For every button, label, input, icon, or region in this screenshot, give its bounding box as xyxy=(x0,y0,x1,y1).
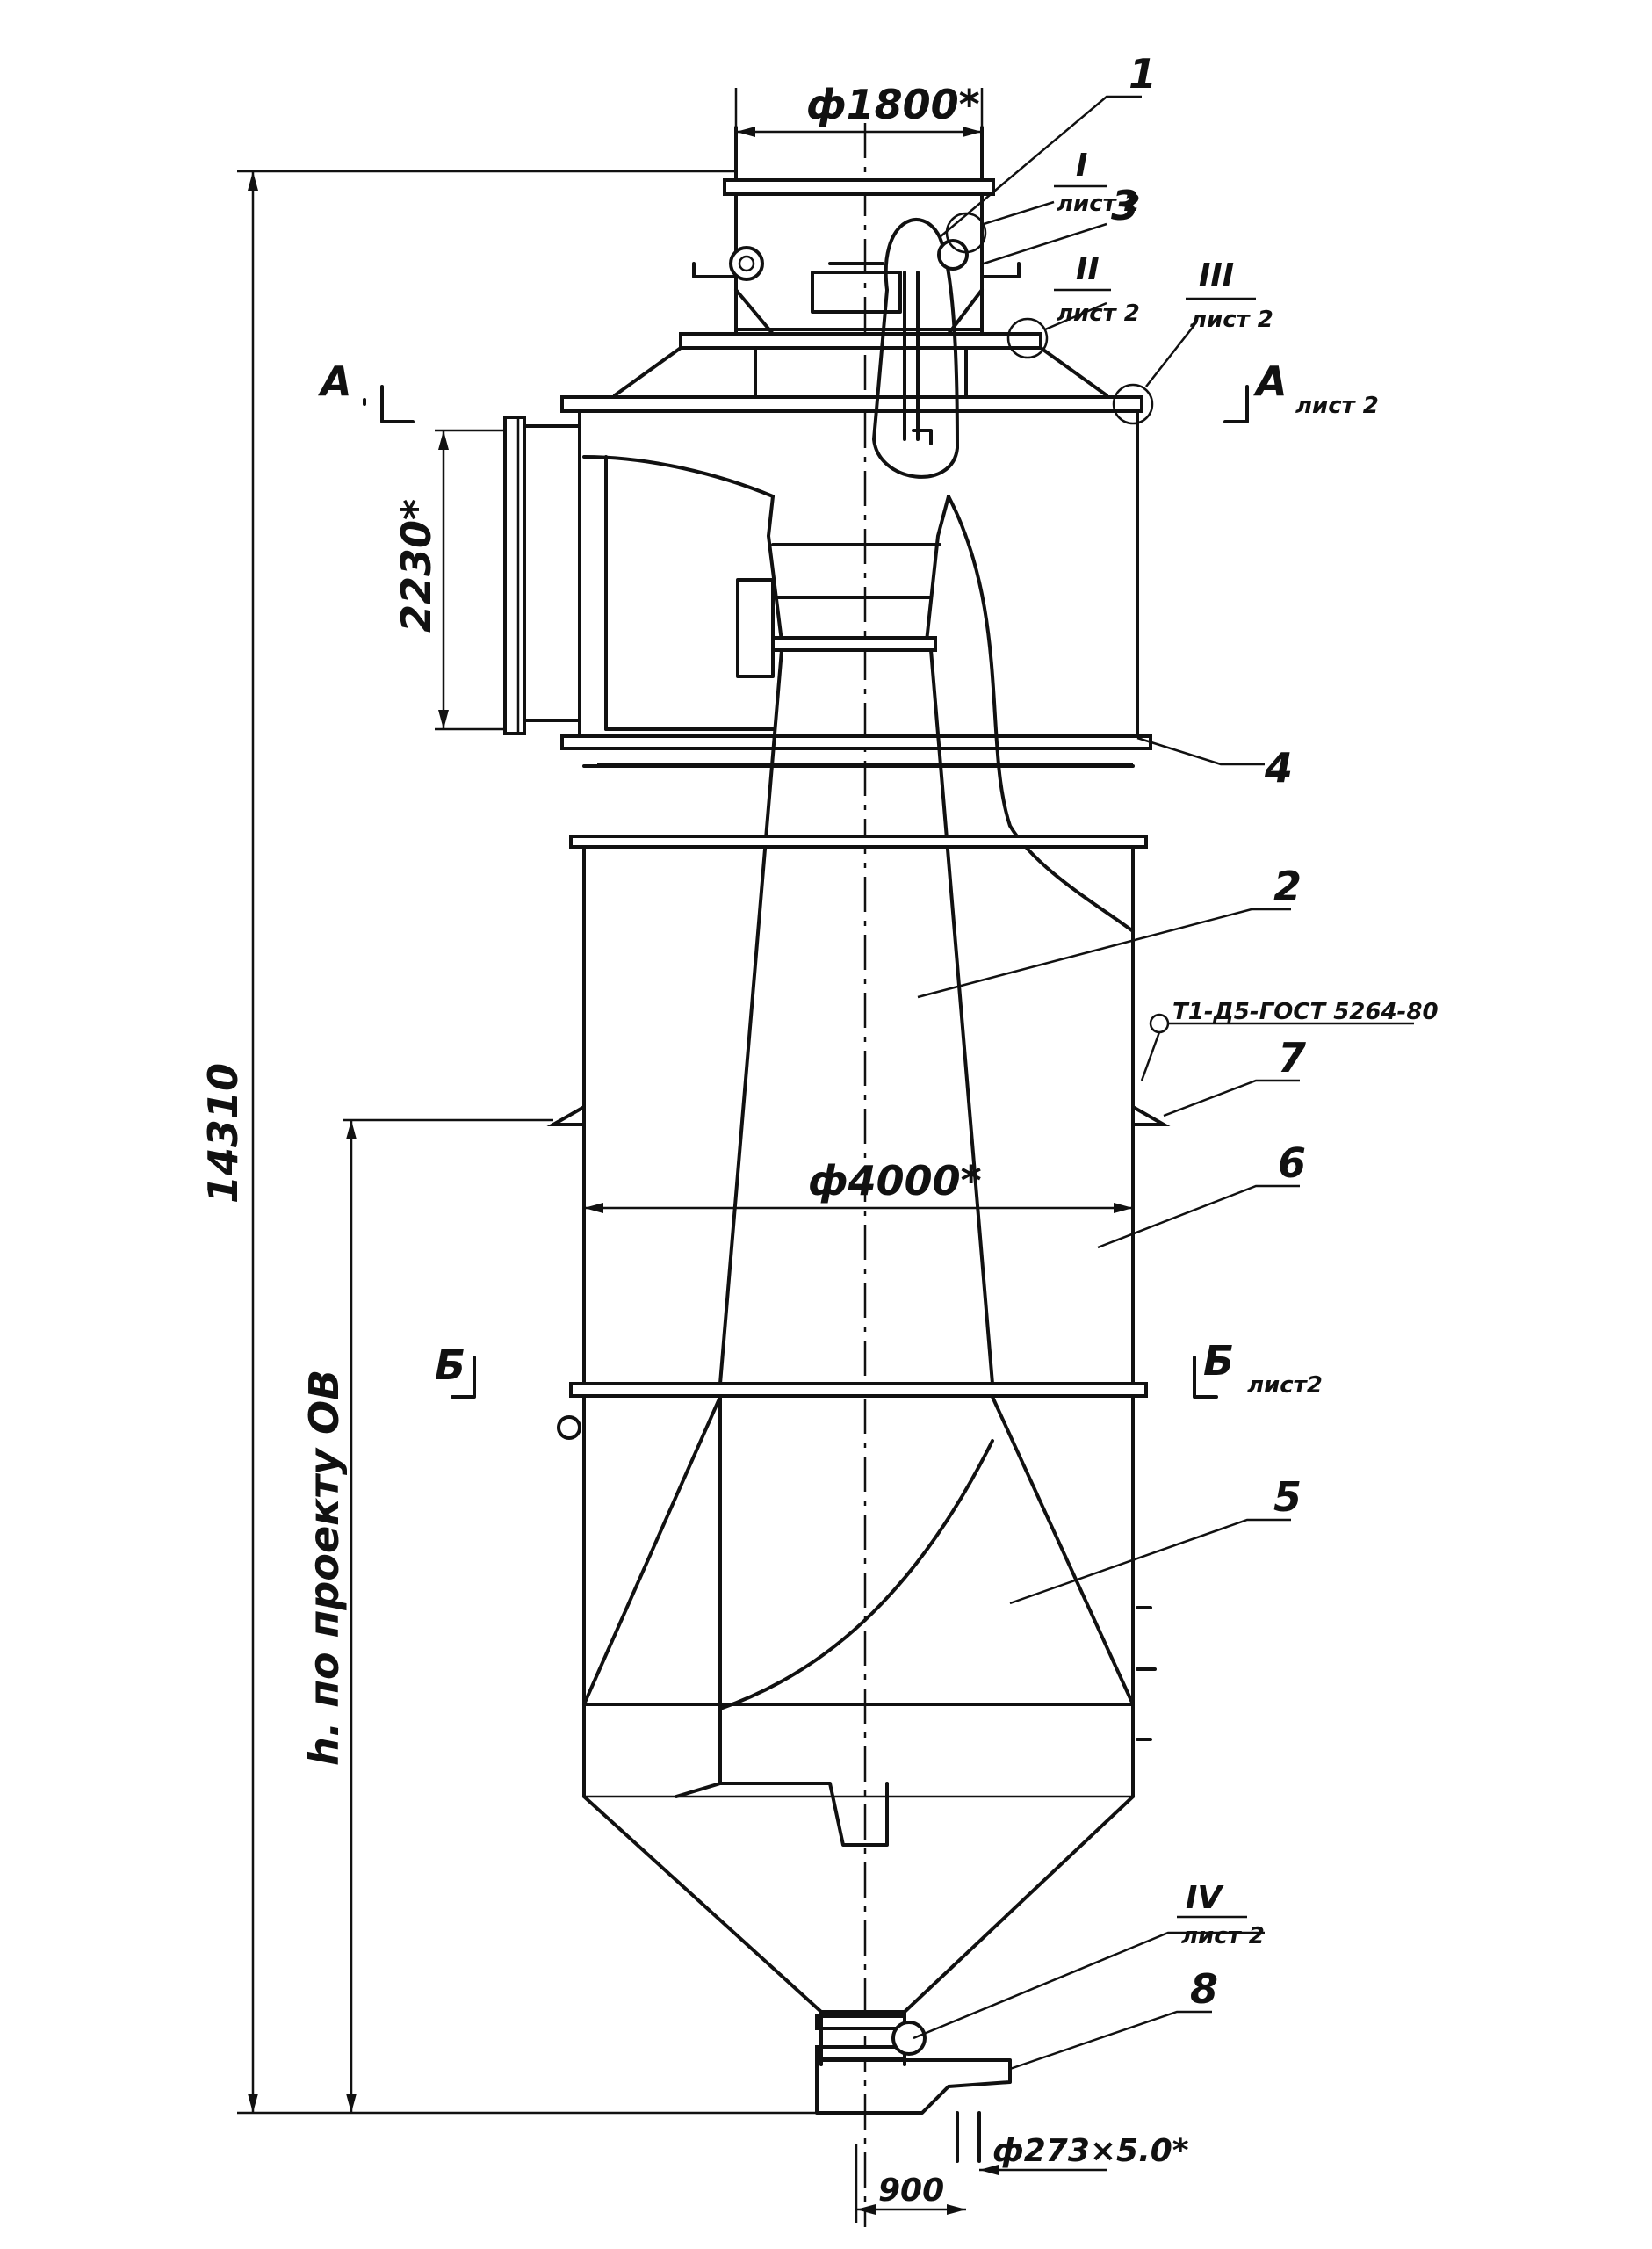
roof-flange xyxy=(560,332,1143,413)
dimension-total-height xyxy=(237,170,817,2115)
dimension-pipe-label: ф273×5.0* xyxy=(992,2133,1189,2169)
callout-2: 2 xyxy=(1273,863,1302,910)
detail-1-number: I xyxy=(1076,148,1087,184)
dimension-top-diameter-label: ф1800* xyxy=(806,81,980,128)
dimension-section-height xyxy=(435,429,505,731)
fitting-note: Т1-Д5-ГОСТ 5264-80 xyxy=(1172,999,1439,1025)
callout-4: 4 xyxy=(1264,744,1293,792)
section-b-left-label: Б xyxy=(435,1341,465,1389)
top-outlet-pipe xyxy=(692,126,1021,336)
callout-5: 5 xyxy=(1273,1473,1302,1521)
detail-1-sheet: лист 2 xyxy=(1057,191,1140,217)
dimension-pipe xyxy=(855,2144,1107,2223)
dimension-section-height-label: 2230* xyxy=(393,499,440,633)
inlet-chamber xyxy=(503,409,1152,766)
dimension-body-diameter xyxy=(584,1203,1133,1213)
section-b-right-label: Б xyxy=(1203,1337,1234,1385)
dimension-h xyxy=(343,1118,553,2113)
dimension-total-height-label: 14310 xyxy=(199,1063,247,1204)
callout-3: 3 xyxy=(1111,182,1139,229)
dimension-body-diameter-label: ф4000* xyxy=(808,1157,982,1204)
dimension-h-label: h. по проекту ОВ xyxy=(300,1370,348,1766)
leader-lines xyxy=(913,95,1414,2071)
detail-3-sheet: лист 2 xyxy=(1190,307,1273,333)
callout-8: 8 xyxy=(1190,1965,1218,2013)
detail-2-sheet: лист 2 xyxy=(1057,300,1140,327)
callout-7: 7 xyxy=(1278,1034,1306,1081)
callout-1: 1 xyxy=(1129,50,1157,98)
bypass-duct xyxy=(872,218,969,479)
section-a-right-label: А xyxy=(1253,358,1288,405)
section-b-sheet-label: лист2 xyxy=(1247,1372,1323,1399)
exhaust-tube-top xyxy=(736,495,950,678)
section-a-sheet-label: лист 2 xyxy=(1295,393,1379,419)
callout-6: 6 xyxy=(1278,1139,1306,1187)
inner-cone xyxy=(582,1395,1135,1847)
dimension-offset-label: 900 xyxy=(878,2173,944,2209)
detail-4-number: IV xyxy=(1186,1880,1224,1916)
section-b-markers xyxy=(451,1356,1218,1399)
detail-3-number: III xyxy=(1199,257,1234,293)
section-a-left-label: А xyxy=(318,358,352,405)
section-a-markers xyxy=(363,385,1249,423)
dimension-top-diameter xyxy=(734,88,984,137)
main-body xyxy=(546,764,1171,1798)
detail-2-number: II xyxy=(1076,251,1100,287)
bottom-hopper xyxy=(582,1795,1135,2163)
detail-4-sheet: лист 2 xyxy=(1181,1923,1265,1949)
